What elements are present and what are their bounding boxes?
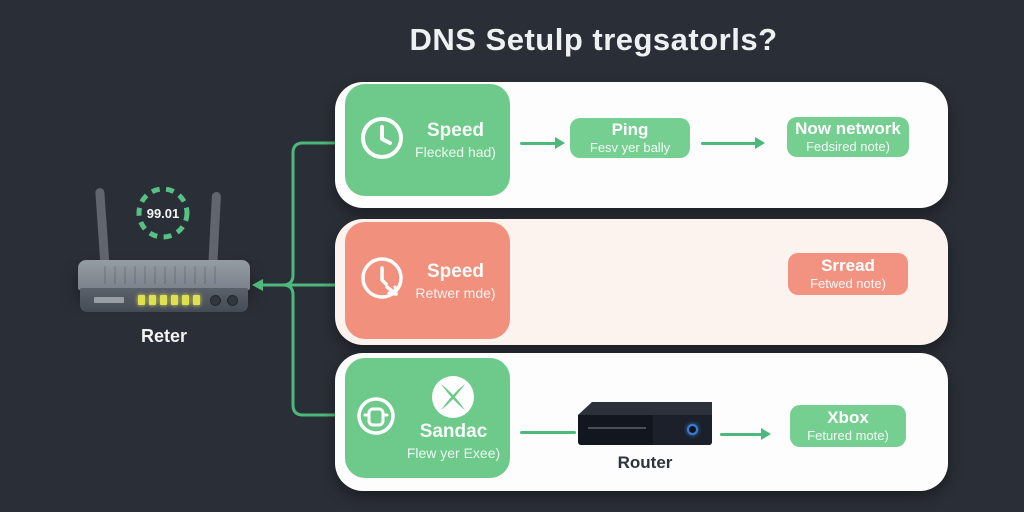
console-disc-slot: [588, 427, 646, 429]
step-badge: Now network Fedsired note): [787, 117, 909, 157]
led-light: [193, 295, 200, 305]
badge-subtitle: Fesv yer bally: [589, 139, 671, 155]
connector-tree: [252, 141, 338, 417]
step-subtitle: Flecked had): [415, 144, 496, 160]
router-device: [78, 260, 250, 290]
player-icon: [355, 395, 397, 442]
led-light: [160, 295, 167, 305]
router-status-value: 99.01: [146, 205, 180, 221]
step-subtitle: Retwer mde): [415, 284, 496, 301]
router-vents: [104, 266, 224, 284]
badge-title: Now network: [795, 118, 901, 138]
page-title: DNS Setulp tregsatorls?: [409, 22, 778, 57]
arrow-icon: [520, 137, 565, 149]
router-label-chip: [94, 297, 124, 303]
arrow-icon: [720, 428, 771, 440]
router-button: [227, 294, 238, 306]
step-badge: Xbox Fetured mote): [790, 405, 906, 447]
step-title: Speed: [426, 120, 485, 141]
slow-clock-icon: [359, 255, 405, 306]
flow-row-xbox: Sandac Flew yer Exee) Router Xbox Feture…: [335, 353, 948, 491]
led-light: [182, 295, 189, 305]
badge-title: Ping: [611, 119, 649, 139]
led-light: [149, 295, 156, 305]
router-front-panel: [80, 288, 248, 312]
badge-title: Srread: [821, 255, 875, 275]
step-title: Sandac: [419, 421, 488, 442]
console-device: [578, 402, 712, 448]
flow-row-speed-bad: Speed Retwer mde) Srread Fetwed note): [335, 219, 948, 345]
connector-line: [520, 431, 576, 434]
step-block: Speed Flecked had): [345, 84, 510, 196]
step-badge: Ping Fesv yer bally: [570, 118, 690, 158]
flow-row-speed-good: Speed Flecked had) Ping Fesv yer bally N…: [335, 82, 948, 208]
console-body: [578, 415, 712, 445]
led-strip: [138, 295, 200, 305]
console-drive-panel: [653, 415, 712, 445]
step-block: Speed Retwer mde): [345, 222, 510, 339]
arrow-icon: [701, 137, 765, 149]
dashed-circle-icon: [136, 186, 190, 240]
power-button-icon: [687, 424, 698, 435]
step-badge: Srread Fetwed note): [788, 253, 908, 295]
xbox-logo-icon: [432, 376, 475, 418]
router-button: [210, 294, 221, 306]
badge-title: Xbox: [827, 407, 869, 427]
router-status-badge: 99.01: [134, 184, 192, 242]
step-subtitle: Flew yer Exee): [406, 445, 501, 461]
badge-subtitle: Fetured mote): [807, 427, 889, 443]
led-light: [138, 295, 145, 305]
router-buttons: [210, 294, 238, 306]
led-light: [171, 295, 178, 305]
badge-subtitle: Fedsired note): [806, 138, 890, 154]
router-caption: Reter: [140, 326, 188, 346]
badge-subtitle: Fetwed note): [810, 275, 886, 291]
step-block: Sandac Flew yer Exee): [345, 358, 510, 478]
step-title: Speed: [426, 260, 484, 282]
console-top-face: [578, 402, 712, 415]
clock-icon: [359, 115, 405, 166]
console-caption: Router: [617, 453, 673, 472]
